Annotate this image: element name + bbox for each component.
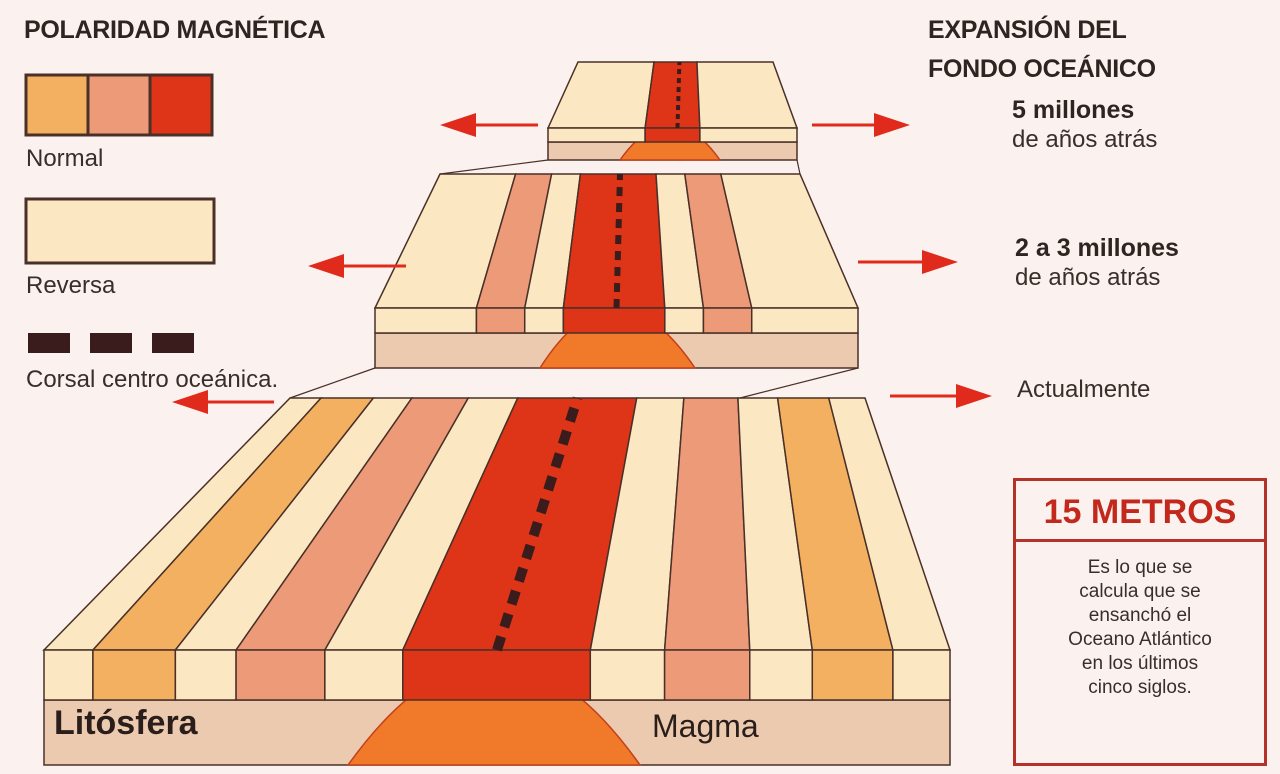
block-now-stripe-front (811, 649, 894, 701)
block-2ma-stripe-front (664, 307, 705, 334)
info-line: ensanchó el (1088, 605, 1192, 626)
info-box-title: 15 METROS (1016, 481, 1264, 542)
block-now-stripe-front (235, 649, 326, 701)
info-line: cinco siglos. (1088, 677, 1192, 698)
connector-line (439, 159, 549, 175)
expansion-title-line1: EXPANSIÓN DEL (928, 16, 1127, 44)
arrow-right-now-head (956, 384, 992, 408)
info-line: Es lo que se (1087, 557, 1193, 578)
block-now-stripe-front (663, 649, 751, 701)
arrow-right-2ma-head (922, 250, 958, 274)
legend-reverse-label: Reversa (26, 272, 116, 299)
stage1-title: 5 millones (1012, 96, 1135, 124)
block-2ma-stripe-front (750, 307, 859, 334)
block-now-stripe-front (749, 649, 814, 701)
info-line: en los últimos (1081, 653, 1199, 674)
legend-normal-swatch (86, 73, 152, 137)
arrow-left-2ma-head (308, 254, 344, 278)
block-2ma-ridge-line (613, 173, 623, 309)
connector-line (739, 367, 859, 399)
legend-ridge-dash (28, 333, 70, 353)
legend-reverse-swatch (24, 197, 216, 265)
legend-title: POLARIDAD MAGNÉTICA (24, 16, 326, 44)
legend-normal-label: Normal (26, 145, 104, 172)
block-now-stripe-front (402, 649, 592, 701)
info-box-text: Es lo que se calcula que se ensanchó el … (1016, 542, 1264, 700)
block-now-stripe-front (43, 649, 94, 701)
block-5ma-stripe-front (547, 127, 646, 143)
arrow-left-5ma-head (440, 113, 476, 137)
lithosphere-label: Litósfera (54, 704, 198, 742)
stage2-subtitle: de años atrás (1015, 264, 1161, 291)
block-5ma-ridge-line (675, 61, 682, 129)
block-2ma-stripe-front (562, 307, 666, 334)
stage3-label: Actualmente (1017, 376, 1151, 403)
block-2ma-stripe-front (523, 307, 565, 334)
legend-ridge-dash (90, 333, 132, 353)
legend-ridge-label: Corsal centro oceánica. (26, 366, 279, 393)
block-5ma-stripe-front (699, 127, 798, 143)
block-now-stripe-front (92, 649, 177, 701)
block-2ma-stripe-front (374, 307, 478, 334)
legend-normal-swatch (24, 73, 90, 137)
block-5ma-stripe-top (696, 61, 799, 129)
block-5ma-stripe-front (644, 127, 701, 143)
block-now-stripe-front (589, 649, 666, 701)
block-now-ridge-line (492, 396, 583, 652)
expansion-title-line2: FONDO OCEÁNICO (928, 55, 1156, 83)
connector-line (796, 159, 801, 175)
connector-line (289, 367, 376, 399)
block-now-stripe-front (174, 649, 237, 701)
legend-normal-swatch (148, 73, 214, 137)
arrow-right-5ma-head (874, 113, 910, 137)
block-2ma-stripe-front (475, 307, 526, 334)
block-now-stripe-front (892, 649, 951, 701)
info-box: 15 METROS Es lo que se calcula que se en… (1013, 478, 1267, 766)
stage1-subtitle: de años atrás (1012, 126, 1158, 153)
stage2-title: 2 a 3 millones (1015, 234, 1179, 262)
info-line: Oceano Atlántico (1068, 629, 1212, 650)
magma-label: Magma (652, 708, 759, 744)
arrow-left-now-head (172, 390, 208, 414)
info-line: calcula que se (1079, 581, 1201, 602)
legend-ridge-dash (152, 333, 194, 353)
block-5ma-stripe-top (546, 61, 655, 129)
block-5ma-stripe-top (644, 61, 701, 129)
block-2ma-stripe-front (702, 307, 753, 334)
block-now-stripe-front (324, 649, 404, 701)
